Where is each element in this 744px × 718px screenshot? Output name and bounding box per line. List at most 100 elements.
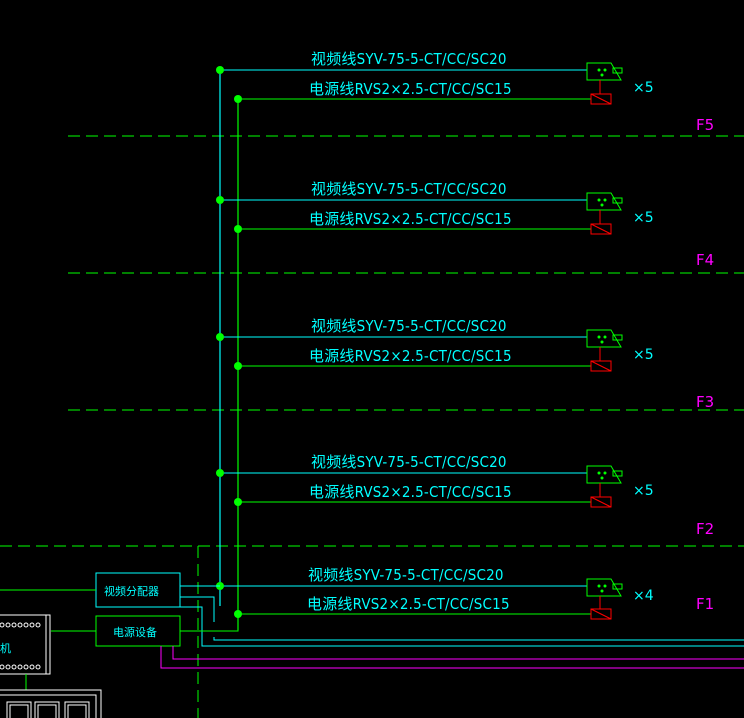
floor-branch-f2: 视频线SYV-75-5-CT/CC/SC20 电源线RVS2×2.5-CT/CC/… [216, 453, 654, 508]
power-socket-icon [590, 210, 612, 235]
cabinet-port [23, 664, 29, 670]
outlet-plug [612, 197, 623, 204]
cabinet-port [35, 622, 41, 628]
socket-body [590, 223, 612, 235]
outlet-body [586, 578, 622, 597]
tv-outlet-icon [586, 329, 623, 348]
power-cable-label: 电源线RVS2×2.5-CT/CC/SC15 [309, 210, 512, 228]
floor-label-f5: F5 [696, 116, 714, 134]
cabinet-port [35, 664, 41, 670]
cabinet-port [29, 664, 35, 670]
socket-diagonal [590, 360, 612, 372]
socket-diagonal [590, 93, 612, 105]
outlet-dot [603, 198, 607, 202]
outlet-dot [600, 476, 604, 480]
floor-branch-f1: 视频线SYV-75-5-CT/CC/SC20 电源线RVS2×2.5-CT/CC/… [216, 566, 654, 620]
outlet-plug [612, 67, 623, 74]
power-socket-icon [590, 347, 612, 372]
socket-body [590, 496, 612, 508]
socket-diagonal [590, 496, 612, 508]
video-junction-dot [216, 333, 224, 341]
outlet-count: ×5 [633, 210, 654, 226]
tv-outlet-icon [586, 465, 623, 484]
outlet-dot [597, 471, 601, 475]
tv-outlet-icon [586, 192, 623, 211]
cabinet-port [29, 622, 35, 628]
floor-branch-f5: 视频线SYV-75-5-CT/CC/SC20 电源线RVS2×2.5-CT/CC/… [216, 50, 654, 105]
video-cable-label: 视频线SYV-75-5-CT/CC/SC20 [311, 180, 507, 198]
outlet-count: ×5 [633, 347, 654, 363]
video-distributor-label: 视频分配器 [104, 584, 159, 598]
power-cable-label: 电源线RVS2×2.5-CT/CC/SC15 [309, 483, 512, 501]
floor-branches: 视频线SYV-75-5-CT/CC/SC20 电源线RVS2×2.5-CT/CC/… [216, 50, 654, 620]
power-cable-label: 电源线RVS2×2.5-CT/CC/SC15 [309, 80, 512, 98]
socket-body [590, 360, 612, 372]
cabinet-port [5, 622, 11, 628]
outlet-body [586, 329, 622, 348]
power-device-label: 电源设备 [113, 625, 157, 639]
cabinet-port [17, 622, 23, 628]
outlet-count: ×5 [633, 80, 654, 96]
outlet-dot [603, 471, 607, 475]
power-cable-label: 电源线RVS2×2.5-CT/CC/SC15 [307, 595, 510, 613]
extra-line-2 [160, 646, 744, 669]
outlet-plug [612, 470, 623, 477]
power-junction-dot [234, 498, 242, 506]
outlet-dot [603, 335, 607, 339]
tv-outlet-icon [586, 62, 623, 81]
cabinet-port [11, 622, 17, 628]
cabinet-port-dots [0, 622, 41, 670]
tv-outlet-icon [586, 578, 623, 597]
outlet-count: ×4 [633, 588, 654, 604]
socket-body [590, 608, 612, 620]
power-socket-icon [590, 483, 612, 508]
floor-branch-f4: 视频线SYV-75-5-CT/CC/SC20 电源线RVS2×2.5-CT/CC/… [216, 180, 654, 235]
extra-line-1 [172, 646, 744, 660]
outlet-dot [603, 68, 607, 72]
floor-separators [0, 135, 744, 718]
cabinet-port [11, 664, 17, 670]
floor-label-f1: F1 [696, 595, 714, 613]
video-out-4 [213, 637, 744, 641]
outlet-dot [597, 584, 601, 588]
host-cabinet[interactable]: 机 [0, 614, 51, 675]
outlet-dot [600, 203, 604, 207]
power-junction-dot [234, 95, 242, 103]
outlet-plug [612, 334, 623, 341]
power-out-main [180, 615, 239, 632]
outlet-dot [600, 589, 604, 593]
outlet-dot [600, 340, 604, 344]
cabinet-port [0, 664, 5, 670]
outlet-body [586, 192, 622, 211]
video-cable-label: 视频线SYV-75-5-CT/CC/SC20 [311, 50, 507, 68]
power-cable-label: 电源线RVS2×2.5-CT/CC/SC15 [309, 347, 512, 365]
equipment-rack[interactable] [0, 689, 102, 718]
outlet-dot [603, 584, 607, 588]
power-junction-dot [234, 362, 242, 370]
socket-body [590, 93, 612, 105]
outlet-dot [597, 335, 601, 339]
video-cable-label: 视频线SYV-75-5-CT/CC/SC20 [311, 453, 507, 471]
cabinet-port [23, 622, 29, 628]
floor-labels: F5 F4 F3 F2 F1 [696, 116, 714, 613]
cabinet-port [0, 622, 5, 628]
cabinet-port [17, 664, 23, 670]
video-cable-label: 视频线SYV-75-5-CT/CC/SC20 [308, 566, 504, 584]
floor-label-f2: F2 [696, 520, 714, 538]
video-junction-dot [216, 469, 224, 477]
outlet-body [586, 465, 622, 484]
outlet-dot [597, 198, 601, 202]
socket-diagonal [590, 608, 612, 620]
power-junction-dot [234, 610, 242, 618]
power-socket-icon [590, 80, 612, 105]
video-cable-label: 视频线SYV-75-5-CT/CC/SC20 [311, 317, 507, 335]
outlet-plug [612, 583, 623, 590]
video-out-2 [180, 596, 215, 622]
power-socket-icon [590, 596, 612, 620]
outlet-body [586, 62, 622, 81]
outlet-count: ×5 [633, 483, 654, 499]
cabinet-port [5, 664, 11, 670]
video-junction-dot [216, 66, 224, 74]
